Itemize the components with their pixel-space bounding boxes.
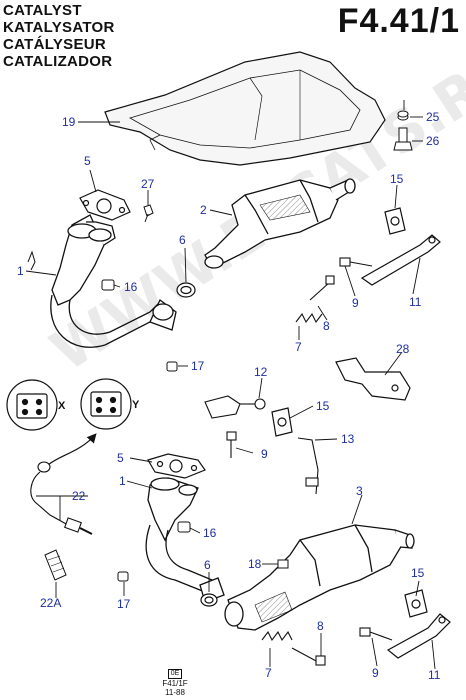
heat-shield bbox=[104, 51, 386, 166]
mount-rubber-15-lower bbox=[404, 589, 428, 618]
catalog-title-block: CATALYST KATALYSATOR CATÁLYSEUR CATALIZA… bbox=[3, 2, 115, 70]
drawing-footer: 0E F41/1F 11-88 bbox=[150, 668, 200, 697]
title-german: KATALYSATOR bbox=[3, 19, 115, 36]
title-spanish: CATALIZADOR bbox=[3, 53, 113, 70]
connector-arrow bbox=[47, 433, 97, 466]
pin-label-x: X bbox=[58, 400, 66, 412]
hanger-13 bbox=[297, 437, 319, 495]
title-english: CATALYST bbox=[3, 2, 82, 19]
callout-11-upper: 11 bbox=[409, 295, 422, 309]
callout-7-lower: 7 bbox=[265, 666, 272, 680]
callout-5-upper: 5 bbox=[84, 154, 91, 168]
footer-date: 11-88 bbox=[165, 688, 185, 697]
callout-8-lower: 8 bbox=[317, 619, 324, 633]
nut-16-upper bbox=[101, 279, 115, 291]
callout-12: 12 bbox=[254, 365, 268, 379]
callout-9-upper: 9 bbox=[352, 296, 359, 310]
bracket-28 bbox=[335, 357, 411, 401]
footer-box-code: 0E bbox=[167, 669, 183, 679]
catalytic-converter-lower bbox=[224, 524, 415, 631]
spring-bolt-lower bbox=[261, 630, 326, 666]
callout-9-middle: 9 bbox=[261, 447, 268, 461]
stud-27 bbox=[143, 204, 154, 223]
nut-17-lower bbox=[117, 571, 129, 582]
callout-26: 26 bbox=[426, 134, 440, 148]
callout-22: 22 bbox=[72, 489, 86, 503]
leader-lines bbox=[25, 100, 436, 670]
callout-8-upper: 8 bbox=[323, 319, 330, 333]
connector-view-y bbox=[80, 378, 132, 430]
bolt-9-lower bbox=[359, 627, 393, 641]
callout-1-lower: 1 bbox=[119, 474, 126, 488]
callout-7-upper: 7 bbox=[295, 340, 302, 354]
oxygen-sensor-22 bbox=[30, 461, 93, 535]
sensor-boss-18 bbox=[277, 559, 289, 569]
front-pipe-lower bbox=[145, 477, 225, 603]
bolt-9-upper bbox=[339, 257, 373, 267]
nut-17-upper bbox=[166, 361, 178, 372]
sensor-sleeve-22a bbox=[44, 549, 67, 581]
mount-rubber-15-middle bbox=[271, 407, 293, 437]
callout-13: 13 bbox=[341, 432, 355, 446]
callout-22a: 22A bbox=[40, 596, 61, 610]
callout-15-upper: 15 bbox=[390, 172, 404, 186]
callout-2: 2 bbox=[200, 203, 207, 217]
callout-16-upper: 16 bbox=[124, 280, 138, 294]
callout-17-upper: 17 bbox=[191, 359, 205, 373]
gasket-6-lower bbox=[200, 593, 218, 607]
pin-label-y: Y bbox=[132, 399, 140, 411]
callout-25: 25 bbox=[426, 110, 440, 124]
callout-3: 3 bbox=[356, 484, 363, 498]
callout-11-lower: 11 bbox=[428, 668, 441, 682]
nut-25 bbox=[397, 110, 409, 121]
callout-9-lower: 9 bbox=[372, 666, 379, 680]
mount-rubber-15-upper bbox=[384, 207, 406, 235]
bolt-26 bbox=[393, 127, 413, 151]
callout-19: 19 bbox=[62, 115, 76, 129]
callout-15-middle: 15 bbox=[316, 399, 330, 413]
page-code: F4.41/1 bbox=[337, 2, 460, 40]
nut-16-lower bbox=[177, 521, 191, 533]
catalytic-converter-upper bbox=[204, 178, 356, 269]
callout-1-upper: 1 bbox=[17, 264, 24, 278]
connector-view-x bbox=[6, 379, 58, 431]
bracket-11-upper bbox=[360, 234, 441, 286]
callout-28: 28 bbox=[396, 342, 410, 356]
front-pipe-upper bbox=[50, 214, 177, 348]
callout-15-lower: 15 bbox=[411, 566, 425, 580]
footer-drawing-code: F41/1F bbox=[162, 679, 188, 688]
callout-numbers: 19 25 26 5 27 2 6 1 16 17 15 9 11 8 7 28… bbox=[17, 110, 441, 682]
bracket-12 bbox=[204, 395, 266, 419]
gasket-5-lower bbox=[147, 453, 206, 479]
callout-6-lower: 6 bbox=[204, 558, 211, 572]
callout-5-lower: 5 bbox=[117, 451, 124, 465]
callout-17-lower: 17 bbox=[117, 597, 131, 611]
gasket-6-upper bbox=[176, 282, 196, 298]
callout-16-lower: 16 bbox=[203, 526, 217, 540]
callout-18: 18 bbox=[248, 557, 262, 571]
bolt-9-middle bbox=[226, 431, 237, 458]
clip-small bbox=[27, 250, 36, 271]
title-french: CATÁLYSEUR bbox=[3, 36, 107, 53]
gasket-5-upper bbox=[79, 189, 131, 221]
callout-6-upper: 6 bbox=[179, 233, 186, 247]
bracket-11-lower bbox=[386, 613, 451, 659]
callout-27: 27 bbox=[141, 177, 155, 191]
spring-bolt-upper bbox=[295, 275, 335, 324]
